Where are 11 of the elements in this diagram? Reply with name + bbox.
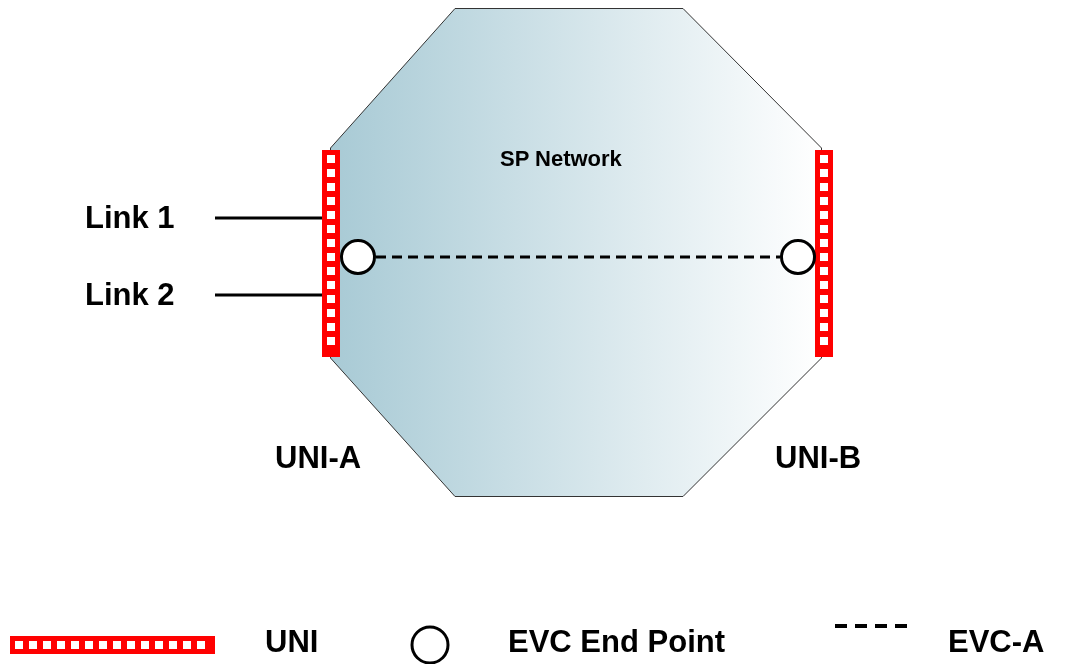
network-label: SP Network — [500, 146, 622, 172]
connector-line — [215, 216, 322, 220]
uni-label: UNI-B — [775, 440, 862, 476]
legend-label: EVC End Point — [508, 624, 725, 660]
legend-label: EVC-A — [948, 624, 1045, 660]
connector-line — [215, 293, 322, 297]
link-label: Link 2 — [85, 277, 175, 313]
uni-label: UNI-A — [275, 440, 362, 476]
legend-label: UNI — [265, 624, 319, 660]
link-label: Link 1 — [85, 200, 175, 236]
dashed-connector — [376, 255, 780, 259]
